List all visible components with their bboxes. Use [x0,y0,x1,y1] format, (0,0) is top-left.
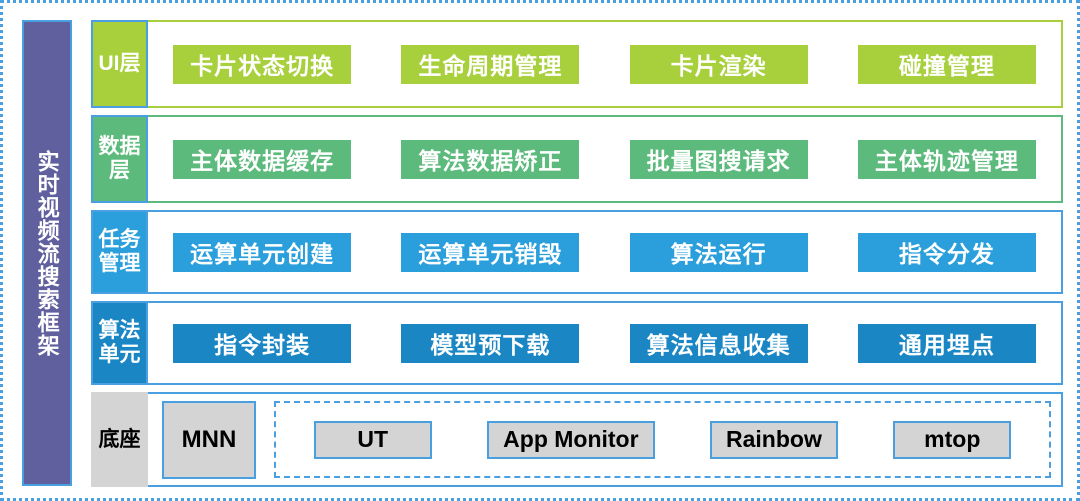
module-chip[interactable]: 指令封装 [173,323,352,363]
module-chip[interactable]: 运算单元销毁 [401,232,580,272]
module-chip[interactable]: 指令分发 [857,232,1036,272]
layer-label-data-line-1: 数据 [98,135,141,159]
layer-items-data: 主体数据缓存 算法数据矫正 批量图搜请求 主体轨迹管理 [148,117,1061,201]
module-chip[interactable]: 模型预下载 [401,323,580,363]
layer-label-algo-line-1: 算法 [98,319,141,343]
module-chip[interactable]: 通用埋点 [857,323,1036,363]
base-module-chip[interactable]: UT [313,420,432,459]
module-chip[interactable]: 算法运行 [629,232,808,272]
layer-items-ui: 卡片状态切换 生命周期管理 卡片渲染 碰撞管理 [148,22,1061,106]
layer-row-base: 底座 MNN UT App Monitor Rainbow mtop [91,392,1063,487]
base-module-chip[interactable]: mtop [893,420,1012,459]
layer-label-base-line-1: 底座 [98,427,141,451]
module-chip[interactable]: 算法信息收集 [629,323,808,363]
layer-row-task: 任务 管理 运算单元创建 运算单元销毁 算法运行 指令分发 [91,210,1063,294]
layer-label-ui: UI层 [91,20,148,108]
layer-label-data-line-2: 层 [109,159,130,182]
module-chip[interactable]: 批量图搜请求 [629,139,808,179]
module-chip[interactable]: 主体数据缓存 [173,139,352,179]
layer-row-algo: 算法 单元 指令封装 模型预下载 算法信息收集 通用埋点 [91,301,1063,385]
layer-label-base: 底座 [91,392,148,487]
module-chip[interactable]: 生命周期管理 [401,44,580,84]
module-chip[interactable]: 卡片状态切换 [173,44,352,84]
module-chip[interactable]: 运算单元创建 [173,232,352,272]
module-chip[interactable]: 卡片渲染 [629,44,808,84]
layer-items-algo: 指令封装 模型预下载 算法信息收集 通用埋点 [148,303,1061,383]
layer-row-data: 数据 层 主体数据缓存 算法数据矫正 批量图搜请求 主体轨迹管理 [91,115,1063,203]
layer-label-ui-line-1: UI层 [98,52,141,76]
framework-banner-label: 实时视频流搜索框架 [34,149,60,357]
layer-label-task-line-1: 任务 [98,228,141,252]
layer-label-data: 数据 层 [91,115,148,203]
layer-items-base: MNN UT App Monitor Rainbow mtop [148,394,1061,485]
module-chip[interactable]: 算法数据矫正 [401,139,580,179]
layer-stack: UI层 卡片状态切换 生命周期管理 卡片渲染 碰撞管理 数据 层 主体数据缓存 … [91,20,1063,487]
base-module-chip[interactable]: App Monitor [487,420,655,459]
base-module-mnn[interactable]: MNN [162,400,256,479]
base-module-chip[interactable]: Rainbow [710,420,838,459]
module-chip[interactable]: 碰撞管理 [857,44,1036,84]
layer-label-task-line-2: 管理 [98,252,141,275]
framework-banner: 实时视频流搜索框架 [22,20,72,486]
base-module-group: UT App Monitor Rainbow mtop [274,401,1051,478]
layer-row-ui: UI层 卡片状态切换 生命周期管理 卡片渲染 碰撞管理 [91,20,1063,108]
module-chip[interactable]: 主体轨迹管理 [857,139,1036,179]
layer-label-task: 任务 管理 [91,210,148,294]
layer-label-algo: 算法 单元 [91,301,148,385]
layer-label-algo-line-2: 单元 [98,343,141,366]
layer-items-task: 运算单元创建 运算单元销毁 算法运行 指令分发 [148,212,1061,292]
